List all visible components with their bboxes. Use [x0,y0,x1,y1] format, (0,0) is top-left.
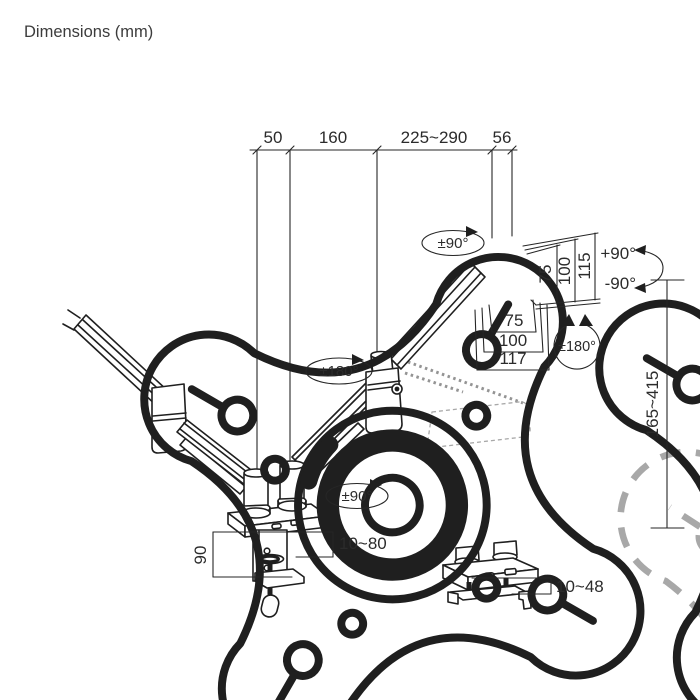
dim-upper-arm: 225~290 [401,128,468,147]
clamp-range-label: 10~80 [339,534,387,553]
clamp-handle [260,594,280,618]
vesa-vertical-dimensions: 75 100 115 [522,232,601,310]
desk-clamp-base [227,503,329,618]
clamp-dimensions: 90 10~80 [191,531,387,578]
dim-pole-spacing: 50 [264,128,283,147]
pan-rotation-badge: ±180° [553,314,601,370]
top-dimension-chain: 50 160 225~290 56 [249,128,518,155]
dim-head-offset: 56 [493,128,512,147]
vesa-horizontal-dimensions: 75 100 117 [474,299,550,371]
height-range-dimension: 165~415 [643,279,685,529]
height-range-label: 165~415 [643,371,662,438]
rotation-head-label: ±90° [438,235,469,252]
vesa-h-100: 100 [499,331,527,350]
dim-lower-arm: 160 [319,128,347,147]
rotation-badge-elbow: ±180° [305,354,373,385]
rotation-elbow-label: ±180° [319,363,358,380]
rotation-badge-base: ±90° [325,479,389,510]
rotation-badge-head: ±90° [421,226,485,257]
left-vesa-plate [127,240,657,700]
vesa-v-100: 100 [555,257,574,285]
tilt-up-label: +90° [600,244,636,263]
clamp-height-label: 90 [191,546,210,565]
clamp-lower-jaw [254,568,305,589]
vesa-h-117: 117 [499,349,526,368]
vesa-v-115: 115 [575,252,594,279]
tilt-down-label: -90° [605,274,636,293]
right-elbow-joint [365,367,403,434]
page-title: Dimensions (mm) [24,23,153,41]
vesa-v-75: 75 [536,265,555,284]
rotation-base-label: ±90° [342,488,373,505]
pan-rotation-label: ±180° [558,339,596,355]
vesa-h-75: 75 [505,311,524,330]
tilt-dimension: +90° -90° [600,244,664,293]
grommet-range-label: 10~48 [556,577,604,596]
grommet-dimension: 10~48 [471,577,604,596]
